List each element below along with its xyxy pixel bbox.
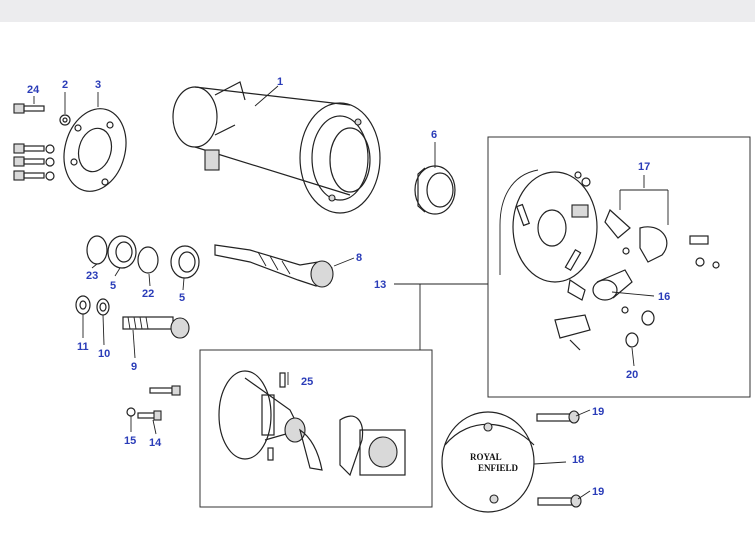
callout-5a: 5 bbox=[110, 280, 116, 292]
logo-line-2: ENFIELD bbox=[478, 463, 519, 473]
part-23-circlip bbox=[86, 235, 108, 265]
part-18-cover bbox=[441, 411, 535, 513]
part-19-screw-b bbox=[537, 494, 582, 508]
part-1-housing bbox=[172, 81, 381, 214]
top-bar bbox=[0, 0, 755, 22]
part-5-bearing-a bbox=[107, 235, 137, 269]
part-15-washer bbox=[126, 407, 136, 417]
group-13-box bbox=[487, 136, 751, 398]
callout-25: 25 bbox=[301, 376, 313, 388]
callout-14: 14 bbox=[149, 437, 162, 449]
callout-24: 24 bbox=[27, 84, 40, 96]
callout-19b: 19 bbox=[592, 486, 604, 498]
callout-9: 9 bbox=[131, 361, 137, 373]
part-14-screws bbox=[137, 385, 181, 421]
part-5-bearing-b bbox=[170, 245, 200, 279]
part-10-washer bbox=[96, 298, 110, 316]
callout-10: 10 bbox=[98, 348, 110, 360]
callout-13: 13 bbox=[374, 279, 386, 291]
group-25-box bbox=[199, 349, 433, 508]
callout-15: 15 bbox=[124, 435, 136, 447]
callout-8: 8 bbox=[356, 252, 362, 264]
callout-18: 18 bbox=[572, 454, 584, 466]
leader-lines bbox=[33, 85, 669, 500]
callout-23: 23 bbox=[86, 270, 98, 282]
part-25-advance-unit bbox=[218, 370, 406, 477]
callout-11: 11 bbox=[77, 341, 89, 353]
callout-1: 1 bbox=[277, 76, 283, 88]
callout-6: 6 bbox=[431, 129, 437, 141]
part-22-circlip bbox=[137, 246, 159, 274]
callout-5b: 5 bbox=[179, 292, 185, 304]
callout-22: 22 bbox=[142, 288, 154, 300]
part-2-washer bbox=[59, 114, 71, 126]
callout-20: 20 bbox=[626, 369, 638, 381]
callout-3: 3 bbox=[95, 79, 101, 91]
part-6-seal bbox=[414, 165, 456, 215]
callout-19a: 19 bbox=[592, 406, 604, 418]
part-19-screw-a bbox=[536, 410, 580, 424]
callout-16: 16 bbox=[658, 291, 670, 303]
part-8-shaft bbox=[214, 244, 334, 288]
part-11-washer bbox=[75, 295, 91, 315]
callout-2: 2 bbox=[62, 79, 68, 91]
part-3-plate bbox=[63, 108, 127, 192]
part-16-condenser bbox=[554, 269, 655, 351]
logo-line-1: ROYAL bbox=[470, 452, 502, 462]
callout-17: 17 bbox=[638, 161, 650, 173]
part-24-bolts bbox=[13, 103, 55, 181]
part-17-contacts bbox=[604, 208, 720, 269]
part-13-breaker-plate bbox=[499, 169, 598, 283]
part-9-bolt bbox=[122, 316, 190, 339]
